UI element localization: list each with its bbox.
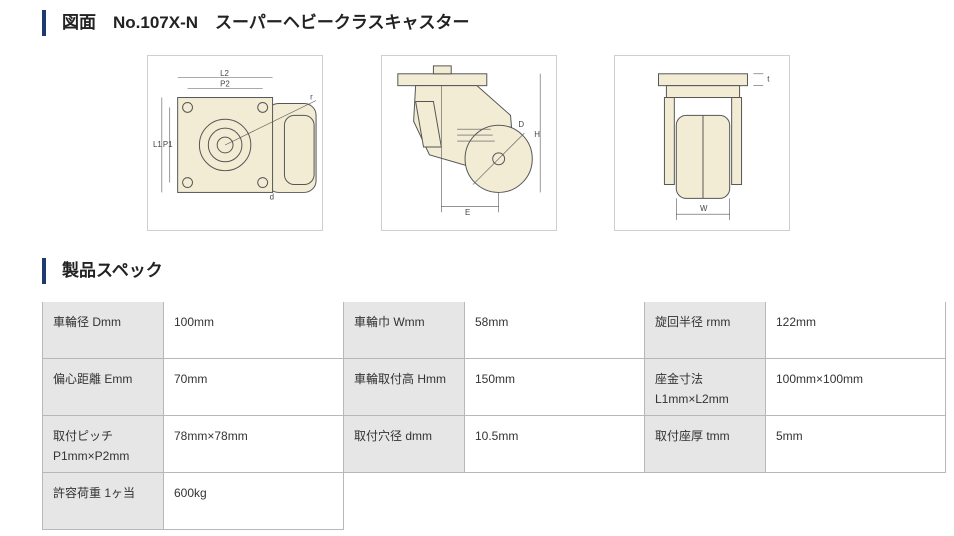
spec-label: 車輪径 Dmm xyxy=(42,302,164,359)
spec-value: 122mm xyxy=(765,302,946,359)
spec-value: 150mm xyxy=(464,358,645,416)
spec-value: 100mm xyxy=(163,302,344,359)
spec-value: 5mm xyxy=(765,415,946,473)
top-view-drawing: L2 P2 L1 P1 r d xyxy=(147,55,323,231)
label-d: d xyxy=(270,192,274,201)
spec-label: 車輪巾 Wmm xyxy=(343,302,465,359)
spec-label: 取付座厚 tmm xyxy=(644,415,766,473)
label-r: r xyxy=(310,93,313,102)
spec-value: 100mm×100mm xyxy=(765,358,946,416)
spec-label: 取付ピッチ P1mm×P2mm xyxy=(42,415,164,473)
label-t: t xyxy=(767,75,770,84)
label-l1: L1 xyxy=(153,140,162,149)
label-p2: P2 xyxy=(220,80,230,89)
spec-label: 座金寸法 L1mm×L2mm xyxy=(644,358,766,416)
spec-label: 車輪取付高 Hmm xyxy=(343,358,465,416)
table-row: 車輪径 Dmm 100mm 車輪巾 Wmm 58mm 旋回半径 rmm 122m… xyxy=(42,302,946,359)
label-p1: P1 xyxy=(163,140,173,149)
spec-label: 取付穴径 dmm xyxy=(343,415,465,473)
spec-section-title: 製品スペック xyxy=(42,258,163,284)
spec-table: 車輪径 Dmm 100mm 車輪巾 Wmm 58mm 旋回半径 rmm 122m… xyxy=(42,302,946,530)
label-l2: L2 xyxy=(220,69,229,78)
side-view-drawing: D H E xyxy=(381,55,557,231)
spec-value: 70mm xyxy=(163,358,344,416)
spec-value: 78mm×78mm xyxy=(163,415,344,473)
table-row: 取付ピッチ P1mm×P2mm 78mm×78mm 取付穴径 dmm 10.5m… xyxy=(42,415,946,473)
drawing-section-title: 図面 No.107X-N スーパーヘビークラスキャスター xyxy=(42,10,470,36)
label-w: W xyxy=(700,204,708,213)
spec-value: 10.5mm xyxy=(464,415,645,473)
table-row: 偏心距離 Emm 70mm 車輪取付高 Hmm 150mm 座金寸法 L1mm×… xyxy=(42,358,946,416)
table-row: 許容荷重 1ヶ当 600kg xyxy=(42,472,946,530)
label-e: E xyxy=(465,208,470,217)
label-h: H xyxy=(534,130,540,139)
spec-value: 600kg xyxy=(163,472,344,530)
front-view-drawing: t W xyxy=(614,55,790,231)
label-d-diameter: D xyxy=(518,120,524,129)
empty-cell xyxy=(344,473,946,530)
spec-label: 旋回半径 rmm xyxy=(644,302,766,359)
spec-label: 許容荷重 1ヶ当 xyxy=(42,472,164,530)
spec-value: 58mm xyxy=(464,302,645,359)
spec-label: 偏心距離 Emm xyxy=(42,358,164,416)
